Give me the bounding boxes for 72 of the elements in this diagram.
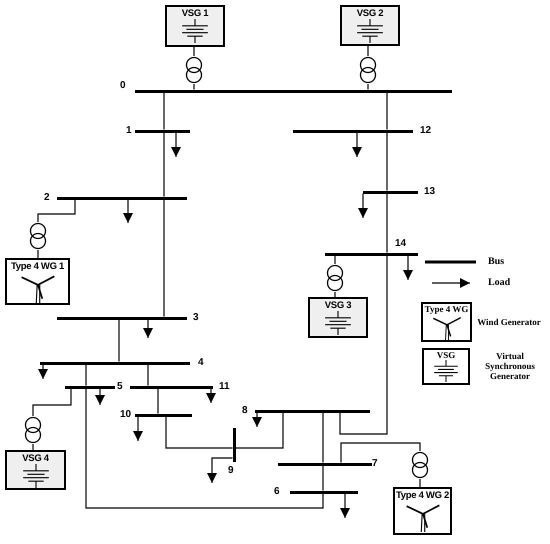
line [165,416,232,449]
line [386,194,388,252]
line [340,442,421,462]
bus-number: 0 [120,80,126,92]
line [37,200,76,222]
transformer-symbol [24,416,42,444]
generator-label: VSG 2 [356,8,384,19]
bus-number: 10 [120,409,132,421]
line [386,132,388,190]
generator-label: Type 4 WG 1 [10,261,64,272]
legend-text: Virtual Synchronous Generator [484,351,536,381]
line [386,92,388,130]
bus-number: 1 [126,125,132,137]
generator-label: VSG 3 [324,300,352,311]
generator-box [165,5,225,47]
load-arrow [143,320,153,338]
line [367,46,369,56]
line [322,466,324,490]
line [157,388,159,414]
line [236,412,284,449]
wind-generator-box [393,487,452,535]
generator-label: Type 4 WG 2 [396,490,449,501]
load-arrow [207,457,232,483]
bus-number: 8 [242,405,248,417]
bus-number: 12 [420,125,432,137]
load-arrow [340,494,350,518]
transformer-symbol [411,451,429,479]
bus-number: 11 [219,381,230,393]
load-arrow [352,132,362,157]
line [339,256,388,435]
bus-number: 7 [372,458,378,470]
transformer-symbol [29,222,47,250]
load-arrow [358,194,368,218]
generator-box [308,297,368,338]
load-arrow [123,200,133,223]
bus-number: 5 [117,381,123,393]
load-arrow [95,388,105,405]
bus-number: 2 [44,192,50,204]
transformer-symbol [185,56,203,84]
bus-number: 14 [395,238,406,250]
transformer-symbol [326,264,344,292]
load-arrow [133,416,143,441]
generator-label: VSG 1 [182,8,208,19]
generator-box [340,5,400,46]
line [32,388,72,416]
load-arrow [252,412,262,427]
line [147,364,149,386]
bus-number: 13 [424,186,436,198]
load-arrow [206,388,216,403]
legend-sample-label: Type 4 WG [424,304,468,314]
line [118,320,120,362]
generator-box [5,450,66,490]
line [163,92,165,130]
generator-label: VSG 4 [22,453,49,464]
line [163,200,165,316]
line [85,388,324,509]
legend-text: Load [488,278,510,288]
legend-text: Wind Generator [476,317,542,327]
transformer-symbol [359,56,377,84]
wind-generator-box [5,258,70,305]
bus-number: 6 [274,486,280,498]
line [163,132,165,196]
line [322,412,324,462]
bus-number: 3 [193,312,199,324]
bus-number: 4 [198,357,204,369]
legend-text: Bus [488,257,504,267]
load-arrow [403,256,413,280]
bus-number: 9 [228,465,234,477]
load-arrow [38,364,48,379]
load-arrow [171,132,181,157]
line [85,364,87,386]
legend-sample-label: VSG [436,350,456,360]
